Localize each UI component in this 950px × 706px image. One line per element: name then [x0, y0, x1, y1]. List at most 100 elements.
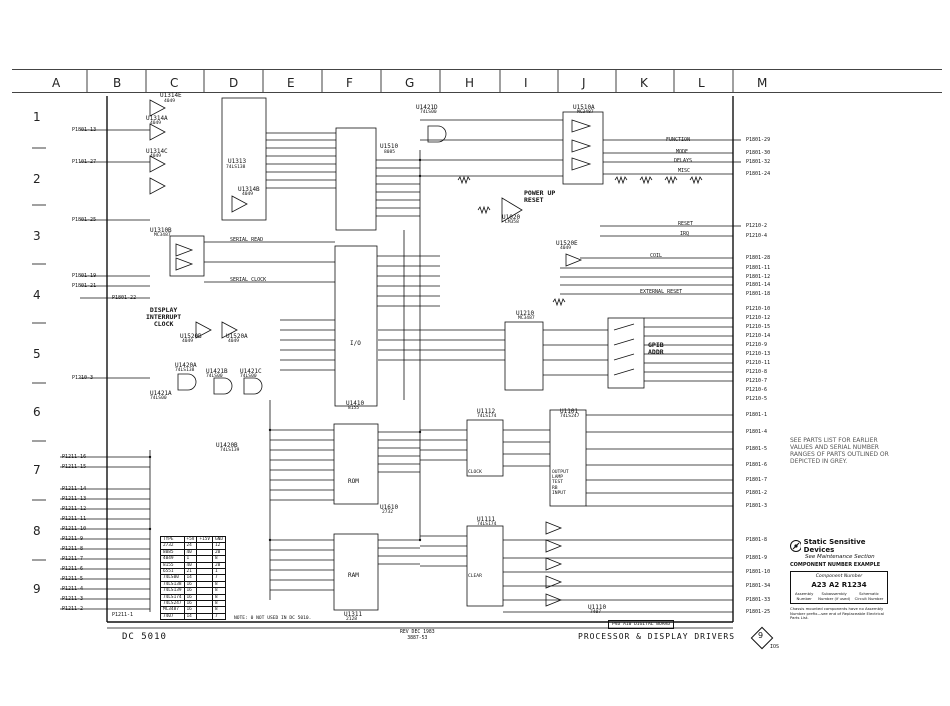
- chip-label: U1420A: [175, 362, 197, 369]
- right-signal: P1801-2: [746, 490, 768, 496]
- grid-col-f: F: [346, 76, 353, 90]
- table-cell: 16: [183, 580, 198, 589]
- table-cell: 16: [183, 606, 198, 614]
- static-warning-icon: [790, 540, 801, 552]
- left-signal: P1211-6: [62, 566, 84, 572]
- chip-part: 74LS00: [206, 374, 223, 379]
- left-signal: P1211-9: [62, 536, 84, 542]
- right-signal: P1801-1: [746, 412, 768, 418]
- chip-label: U1421A: [150, 390, 172, 397]
- table-header-row: TYPE +5V +15V GND: [160, 535, 226, 544]
- left-signal: P1101-27: [72, 159, 97, 165]
- left-signal: P1211-3: [62, 596, 84, 602]
- left-signal: P1801-25: [72, 217, 97, 223]
- serial-clock-label: SERIAL CLOCK: [230, 277, 267, 283]
- grid-row-6: 6: [33, 405, 41, 419]
- chip-part: 74LS174: [477, 522, 497, 527]
- table-cell: 1: [212, 567, 226, 576]
- chip-part: 74LS138: [175, 368, 195, 373]
- io-label: I/O: [350, 340, 361, 347]
- display-interrupt-clock-label: DISPLAY INTERRUPT CLOCK: [146, 306, 182, 328]
- right-signal: P1210-4: [746, 233, 768, 239]
- chip-part: 2128: [346, 617, 358, 622]
- misc-label: MISC: [678, 168, 691, 174]
- external-reset-label: EXTERNAL RESET: [640, 289, 683, 295]
- right-signal: P1801-18: [746, 291, 771, 297]
- rb-input-label: RB INPUT: [552, 486, 566, 496]
- table-cell: 1: [183, 555, 198, 563]
- left-signal: P1211-2: [62, 606, 84, 612]
- chip-label: U1112: [477, 408, 496, 415]
- grid-col-h: H: [465, 76, 475, 90]
- chip-part: 74LS00: [150, 396, 167, 401]
- component-example-title: COMPONENT NUMBER EXAMPLE: [790, 562, 881, 568]
- chip-label: U1421D: [416, 104, 438, 111]
- title-left: DC 5010: [122, 632, 167, 642]
- grid-row-7: 7: [33, 463, 41, 477]
- right-signal: P1210-10: [746, 306, 771, 312]
- delays-label: DELAYS: [674, 158, 693, 164]
- chip-label: U1520E: [556, 240, 578, 247]
- table-cell: 14: [183, 612, 198, 621]
- grey-parts-note: SEE PARTS LIST FOR EARLIER VALUES AND SE…: [790, 437, 889, 465]
- mode-label: MODE: [676, 149, 689, 155]
- static-subtitle: See Maintenance Section: [805, 554, 875, 560]
- table-cell: 74LS247: [160, 600, 185, 608]
- table-cell: 74LS139: [160, 587, 185, 595]
- chip-part: 74LS138: [226, 165, 246, 170]
- right-signal: P1801-24: [746, 171, 771, 177]
- chip-part: 8085: [384, 150, 396, 155]
- right-signal: P1801-14: [746, 282, 771, 288]
- left-signal: P1210-3: [72, 375, 94, 381]
- right-signal: P1801-33: [746, 597, 771, 603]
- power-up-reset-label: POWER UP RESET: [524, 189, 556, 204]
- left-signal: P1801-21: [72, 283, 97, 289]
- chip-label: U1310B: [150, 227, 172, 234]
- frame-top: [12, 69, 942, 70]
- right-signal: P1801-6: [746, 462, 768, 468]
- chip-label: U1314A: [146, 115, 168, 122]
- right-signal: P1801-28: [746, 255, 771, 261]
- left-signal: P1211-12: [62, 506, 87, 512]
- chip-part: 74LS174: [477, 414, 497, 419]
- table-cell: 8: [212, 606, 226, 614]
- grid-col-j: J: [582, 76, 586, 90]
- table-cell: 40: [183, 548, 198, 557]
- chip-label: U1110: [588, 604, 607, 611]
- chip-part: 74LS00: [420, 110, 437, 115]
- component-number-box: Component Number A23 A2 R1234 Assembly N…: [790, 571, 888, 604]
- right-signal: P1801-10: [746, 569, 771, 575]
- right-signal: P1801-34: [746, 583, 771, 589]
- table-cell: 14: [183, 574, 198, 582]
- board-label: PVD A10 DIGITAL BOARD: [608, 620, 675, 629]
- left-signal: P1211-15: [62, 464, 87, 470]
- left-signal: P1211-1: [112, 612, 134, 618]
- table-cell: 16: [183, 593, 198, 602]
- rom-label: ROM: [348, 478, 359, 485]
- right-signal: P1210-6: [746, 387, 768, 393]
- chip-label: U1111: [477, 516, 496, 523]
- right-signal: P1801-12: [746, 274, 771, 280]
- right-signal: P1801-29: [746, 137, 771, 143]
- left-signal: P1801-19: [72, 273, 97, 279]
- coil-label: COIL: [650, 253, 663, 259]
- table-cell: 8: [212, 593, 226, 602]
- chip-label: U1314C: [146, 148, 168, 155]
- table-cell: 40: [183, 561, 198, 570]
- grid-row-3: 3: [33, 229, 41, 243]
- left-signal: P1211-11: [62, 516, 87, 522]
- sheet-number: 9: [758, 631, 764, 640]
- chip-part: LM358: [505, 220, 519, 225]
- static-header: Static Sensitive Devices: [790, 538, 888, 554]
- table-cell: 24: [183, 542, 198, 550]
- revision-note: REV DEC 1983 3887-53: [400, 630, 435, 641]
